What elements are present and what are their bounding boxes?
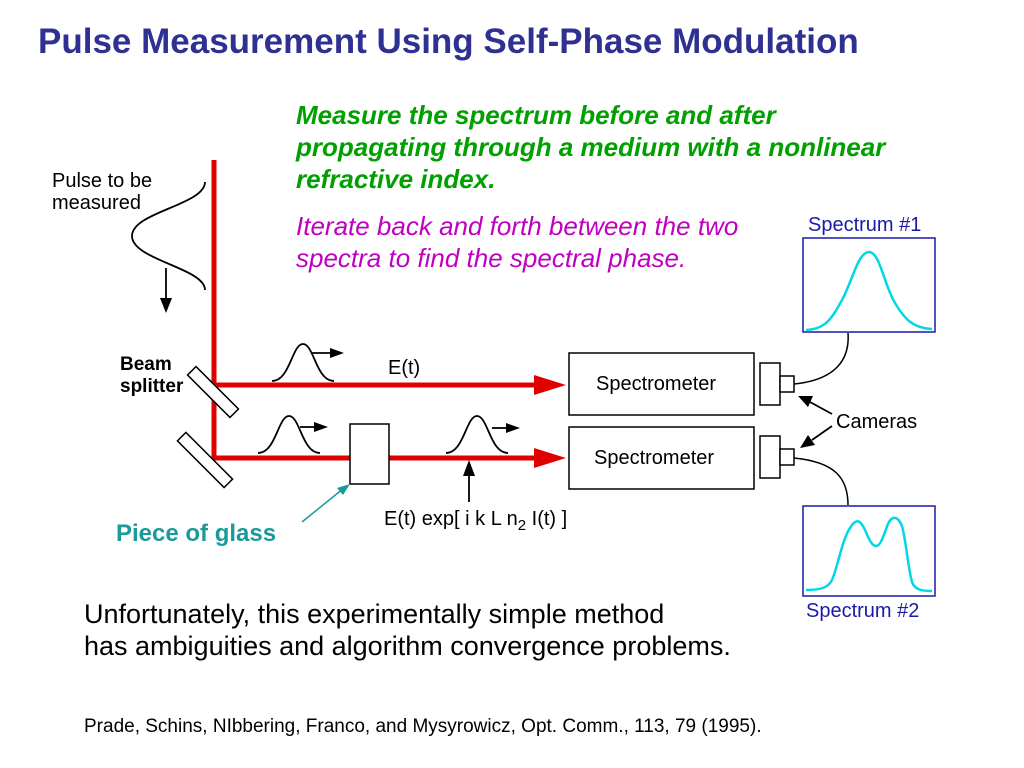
beam-splitter-label-line1: Beam xyxy=(120,354,172,375)
pulse-label-line2: measured xyxy=(52,192,141,214)
spm-field-formula: E(t) exp[ i k L n2 I(t) ] xyxy=(384,508,567,537)
bottom-pulse-arrowhead-after xyxy=(506,423,520,433)
spectrometer-top xyxy=(568,352,755,416)
bottom-beam-arrowhead xyxy=(534,448,566,468)
beam-splitter-label-line2: splitter xyxy=(120,376,184,397)
field-label: E(t) xyxy=(388,357,421,379)
spectrometer-bottom xyxy=(568,426,755,490)
spectrum1-plot-frame xyxy=(802,237,936,333)
glass-block xyxy=(349,423,390,485)
formula-pointer-arrowhead xyxy=(463,460,475,476)
spectrum1-label: Spectrum #1 xyxy=(808,214,922,236)
spectrum2-label: Spectrum #2 xyxy=(806,600,920,622)
conclusion-line1: Unfortunately, this experimentally simpl… xyxy=(84,599,665,629)
glass-pointer-arrow xyxy=(301,487,345,523)
camera-top-body xyxy=(759,362,781,406)
cameras-pointer-top-head xyxy=(798,396,813,407)
cameras-pointer-bottom xyxy=(811,425,833,441)
camera-bottom-lens xyxy=(779,448,795,466)
cameras-label: Cameras xyxy=(836,411,918,433)
formula-suffix: I(t) ] xyxy=(526,508,568,530)
spectrometer-top-label: Spectrometer xyxy=(596,373,717,395)
conclusion-text: Unfortunately, this experimentally simpl… xyxy=(84,598,844,662)
top-pulse-shape xyxy=(271,343,335,382)
camera-bottom-body xyxy=(759,435,781,479)
spectrum1-curve xyxy=(805,250,933,332)
cameras-pointer-bottom-head xyxy=(800,435,815,448)
spectrum2-plot-frame xyxy=(802,505,936,597)
beam-splitter-label: Beam splitter xyxy=(120,354,183,398)
formula-prefix: E(t) exp[ i k L n xyxy=(384,508,518,530)
incoming-pulse-shape xyxy=(131,181,206,291)
bottom-pulse-arrowhead-before xyxy=(314,422,328,432)
cameras-pointer-top xyxy=(809,401,833,415)
glass-pointer-arrowhead xyxy=(337,484,350,495)
bottom-pulse-shape-after xyxy=(445,415,509,454)
beam-splitter xyxy=(186,365,240,419)
pulse-label: Pulse to be measured xyxy=(52,170,152,214)
spectrum2-curve xyxy=(805,516,933,593)
mirror xyxy=(176,431,234,489)
conclusion-line2: has ambiguities and algorithm convergenc… xyxy=(84,631,731,661)
camera-top-cable xyxy=(793,332,849,385)
citation: Prade, Schins, NIbbering, Franco, and My… xyxy=(84,716,762,737)
page-title: Pulse Measurement Using Self-Phase Modul… xyxy=(38,22,859,61)
pulse-direction-arrowhead xyxy=(160,298,172,313)
camera-top-lens xyxy=(779,375,795,393)
top-beam-arrowhead xyxy=(534,375,566,395)
camera-bottom-cable xyxy=(793,457,849,506)
measure-instruction: Measure the spectrum before and after pr… xyxy=(296,100,886,194)
top-pulse-arrowhead xyxy=(330,348,344,358)
iterate-instruction: Iterate back and forth between the two s… xyxy=(296,211,739,273)
pulse-label-line1: Pulse to be xyxy=(52,170,153,192)
formula-subscript: 2 xyxy=(517,517,527,534)
spectrometer-bottom-label: Spectrometer xyxy=(594,447,715,469)
bottom-pulse-shape-before xyxy=(257,415,321,454)
glass-label: Piece of glass xyxy=(116,520,277,547)
